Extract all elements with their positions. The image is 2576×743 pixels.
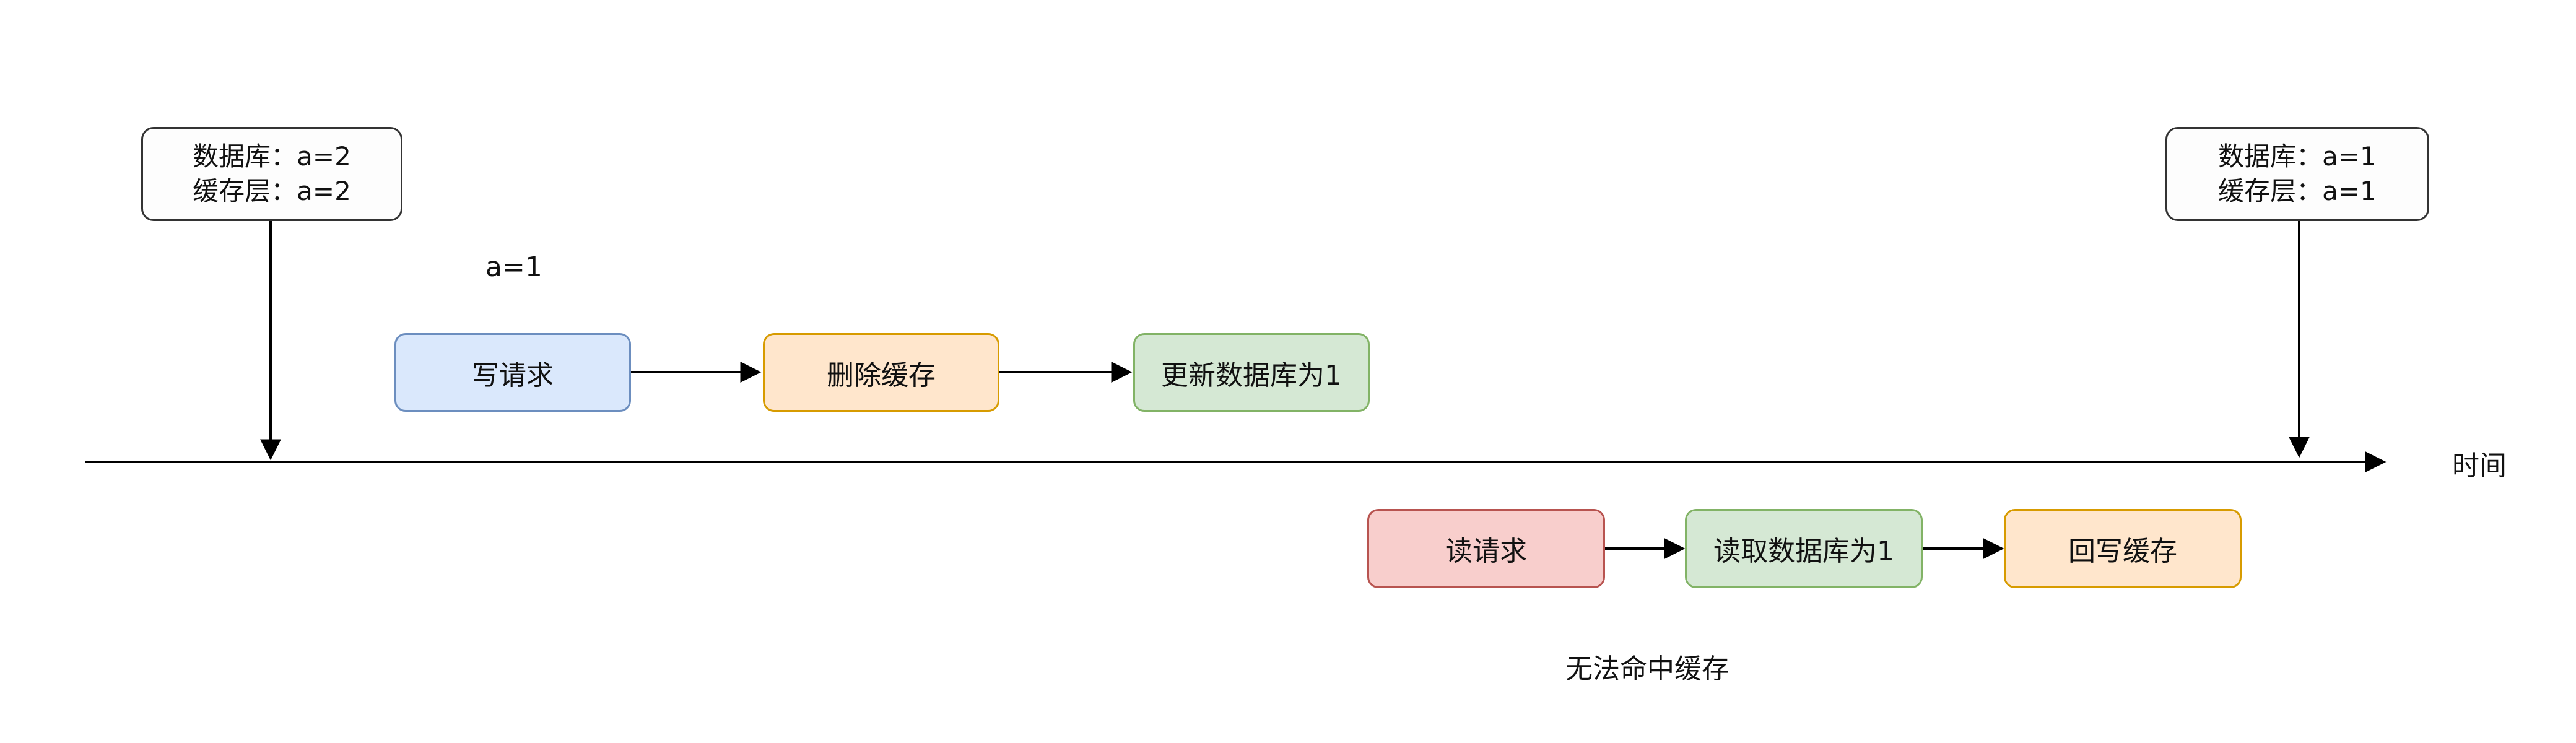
read-request-box: 读请求 — [1367, 509, 1605, 588]
state-before-db-text: 数据库：a=2 — [193, 141, 351, 172]
write-request-box: 写请求 — [394, 333, 631, 412]
writeback-cache-box: 回写缓存 — [2004, 509, 2242, 588]
delete-cache-label: 删除缓存 — [827, 359, 936, 391]
update-db-label: 更新数据库为1 — [1161, 359, 1342, 391]
state-before-cache-text: 缓存层：a=2 — [193, 176, 351, 206]
state-after-cache-text: 缓存层：a=1 — [2218, 176, 2377, 206]
time-axis-label: 时间 — [2452, 450, 2507, 482]
state-after-box: 数据库：a=1 缓存层：a=1 — [2165, 127, 2429, 221]
read-request-label: 读请求 — [1445, 536, 1527, 567]
cache-miss-note: 无法命中缓存 — [1565, 653, 1729, 685]
update-db-box: 更新数据库为1 — [1133, 333, 1370, 412]
read-db-label: 读取数据库为1 — [1713, 536, 1894, 567]
writeback-cache-label: 回写缓存 — [2068, 536, 2177, 567]
write-request-label: 写请求 — [472, 359, 554, 391]
state-before-box: 数据库：a=2 缓存层：a=2 — [141, 127, 402, 221]
state-after-db-text: 数据库：a=1 — [2218, 141, 2377, 172]
read-db-box: 读取数据库为1 — [1685, 509, 1923, 588]
delete-cache-box: 删除缓存 — [763, 333, 999, 412]
write-value-label: a=1 — [485, 251, 542, 283]
